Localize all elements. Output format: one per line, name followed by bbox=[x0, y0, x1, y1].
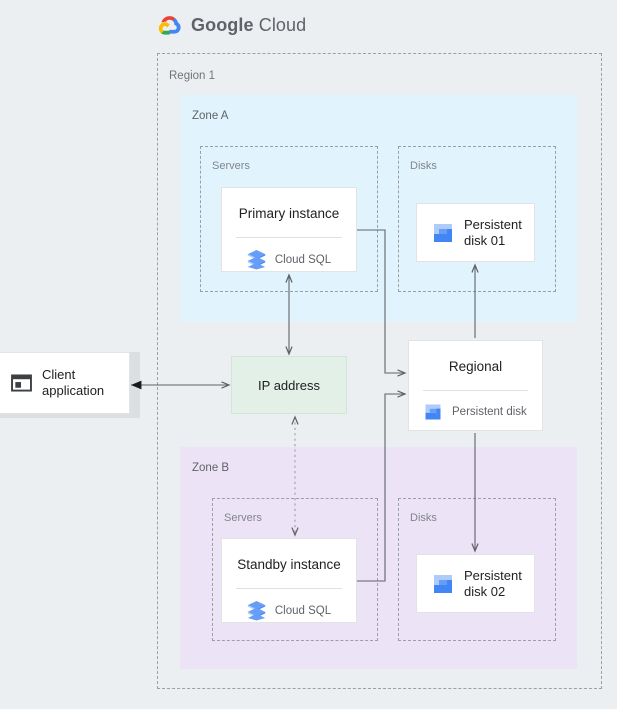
zone-a-disks-label: Disks bbox=[410, 160, 437, 172]
google-cloud-wordmark: Google Cloud bbox=[191, 15, 306, 36]
persistent-disk-01-card[interactable]: Persistent disk 01 bbox=[416, 203, 535, 262]
standby-instance-product: Cloud SQL bbox=[222, 600, 356, 621]
ip-address-card[interactable]: IP address bbox=[231, 356, 347, 414]
ip-address-label: IP address bbox=[258, 377, 320, 393]
regional-disk-title: Regional bbox=[448, 359, 503, 374]
zone-a-servers-label: Servers bbox=[212, 160, 250, 172]
primary-instance-card[interactable]: Primary instance Cloud SQL bbox=[221, 187, 357, 272]
region-label: Region 1 bbox=[169, 70, 216, 82]
persistent-disk-02-label: Persistent disk 02 bbox=[464, 567, 522, 599]
primary-instance-title: Primary instance bbox=[238, 206, 340, 221]
zone-b-servers-label: Servers bbox=[224, 512, 262, 524]
zone-b-label: Zone B bbox=[192, 462, 230, 474]
regional-persistent-disk-card[interactable]: Regional Persistent disk bbox=[408, 340, 543, 431]
standby-instance-title: Standby instance bbox=[237, 557, 341, 572]
regional-disk-subtitle-row: Persistent disk bbox=[409, 402, 542, 422]
primary-instance-product-label: Cloud SQL bbox=[274, 253, 332, 266]
zone-b-disks-label: Disks bbox=[410, 512, 437, 524]
standby-instance-product-label: Cloud SQL bbox=[274, 604, 332, 617]
persistent-disk-icon bbox=[434, 574, 452, 593]
persistent-disk-icon bbox=[434, 223, 452, 242]
card-divider bbox=[236, 588, 342, 589]
regional-disk-subtitle: Persistent disk bbox=[452, 406, 527, 418]
card-divider bbox=[423, 390, 528, 391]
brand-google: Google bbox=[191, 14, 254, 35]
primary-instance-product: Cloud SQL bbox=[222, 249, 356, 270]
cloud-sql-icon bbox=[247, 250, 266, 270]
cloud-sql-icon bbox=[247, 601, 266, 621]
persistent-disk-01-label: Persistent disk 01 bbox=[464, 216, 522, 248]
client-application-card[interactable]: Client application bbox=[0, 352, 130, 414]
region-container: Region 1 bbox=[157, 53, 602, 689]
persistent-disk-icon bbox=[425, 404, 441, 420]
client-application-icon bbox=[11, 374, 32, 392]
client-application-label: Client application bbox=[42, 366, 105, 398]
zone-a-label: Zone A bbox=[192, 110, 229, 122]
google-cloud-logo-icon bbox=[158, 16, 181, 35]
google-cloud-header: Google Cloud bbox=[157, 14, 306, 36]
persistent-disk-02-card[interactable]: Persistent disk 02 bbox=[416, 554, 535, 613]
brand-cloud: Cloud bbox=[258, 14, 307, 35]
card-divider bbox=[236, 237, 342, 238]
zone-a-disks-group: Disks bbox=[398, 146, 556, 292]
standby-instance-card[interactable]: Standby instance Cloud SQL bbox=[221, 538, 357, 623]
